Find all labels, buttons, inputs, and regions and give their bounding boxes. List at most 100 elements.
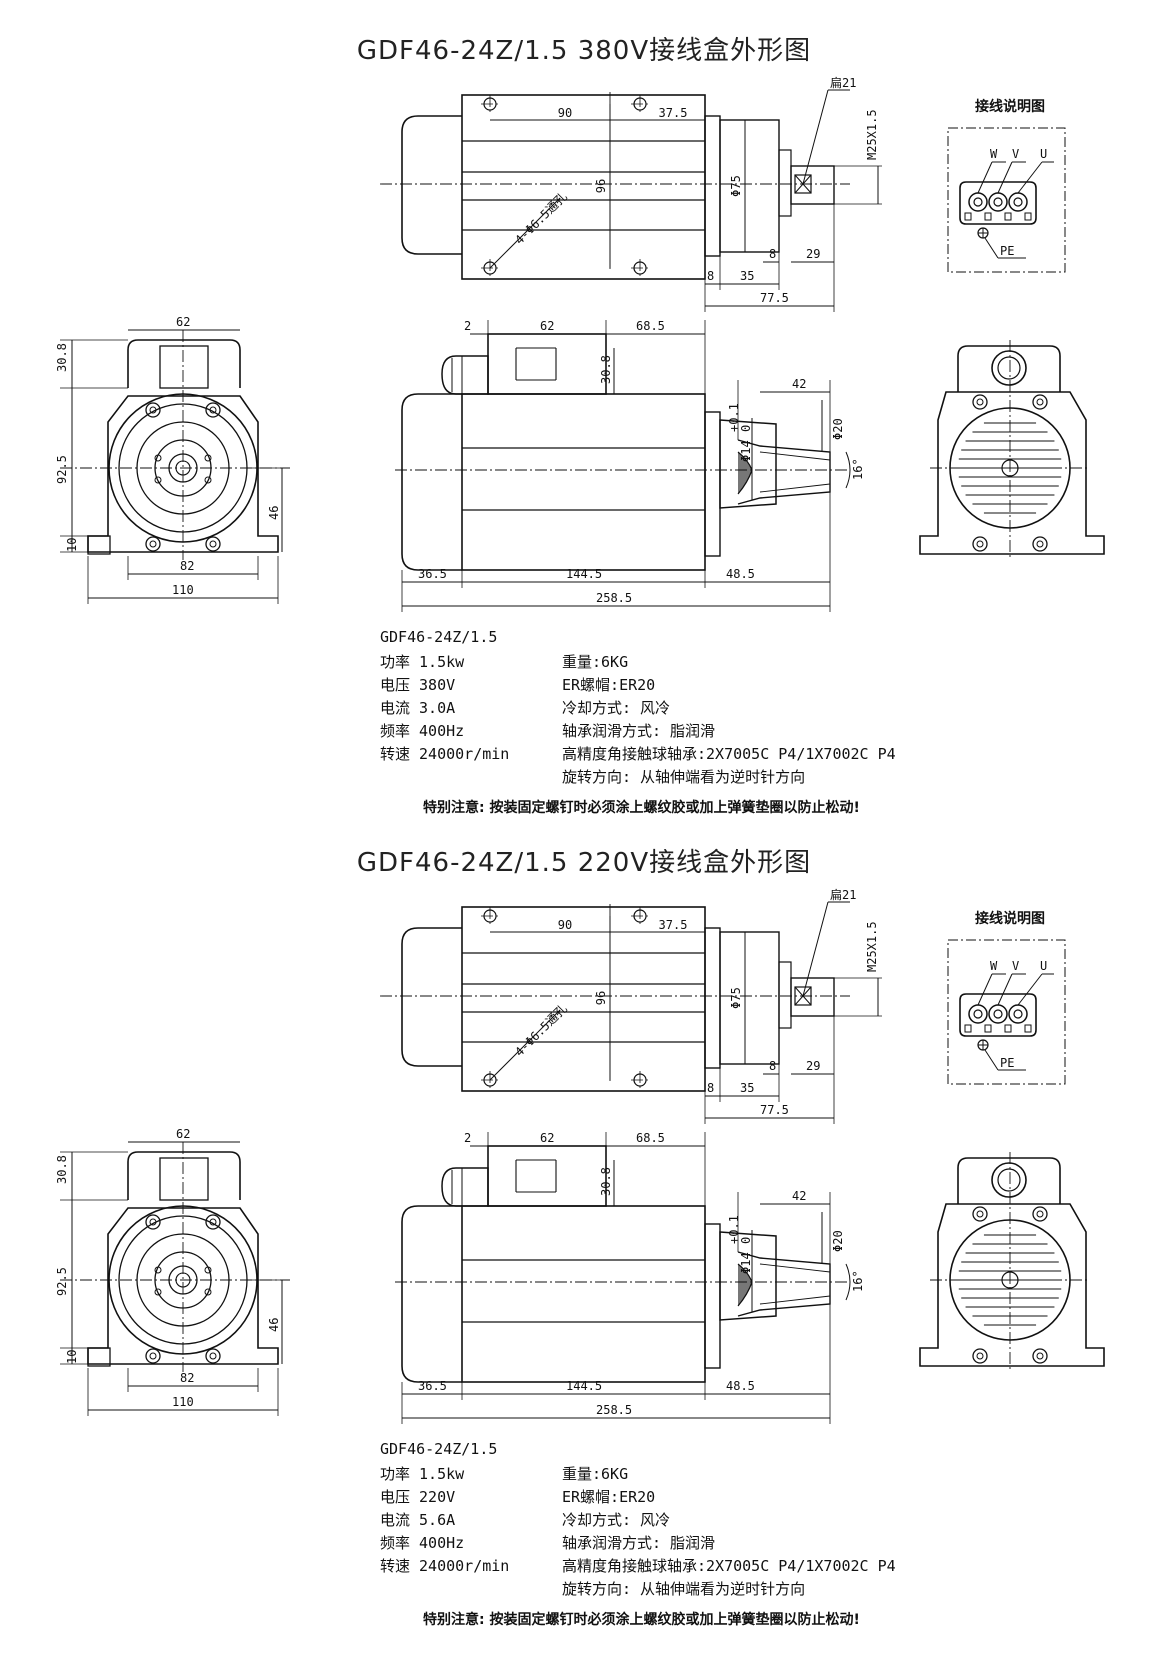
terminal-slot <box>964 1024 972 1033</box>
terminal-label-v: V <box>1012 959 1019 973</box>
dimension-label: Φ75 <box>729 175 743 197</box>
flange-hole <box>154 454 162 462</box>
spec-item: 重量:6KG <box>562 1465 629 1483</box>
dimension-label: 62 <box>176 315 190 329</box>
leader-line <box>489 197 561 269</box>
spec-item: ER螺帽:ER20 <box>562 676 656 694</box>
spec-item: 功率 1.5kw <box>380 1465 465 1483</box>
mounting-screw <box>209 540 217 548</box>
mounting-screw <box>1032 1206 1048 1222</box>
dimension-label: 90 <box>558 918 572 932</box>
motor-rear-cap <box>401 927 462 1067</box>
mounting-screw <box>205 402 221 418</box>
front-flange-side <box>704 1223 721 1369</box>
spec-item: 电流 3.0A <box>380 699 456 717</box>
dimension-label: 2 <box>464 1131 471 1145</box>
dimension-label: 16° <box>851 1270 865 1292</box>
dimension-label: 37.5 <box>659 918 688 932</box>
terminal-screw <box>968 192 988 212</box>
front-flange <box>704 927 721 1069</box>
outline-line <box>759 1263 831 1273</box>
junction-box-side <box>487 1145 607 1207</box>
terminal-screw <box>973 1009 983 1019</box>
mounting-screw <box>145 402 161 418</box>
spec-item: 转速 24000r/min <box>380 745 510 763</box>
dimension-label: 110 <box>172 1395 194 1409</box>
mounting-screw <box>972 1348 988 1364</box>
terminal-screw <box>988 192 1008 212</box>
spec-item: 高精度角接触球轴承:2X7005C P4/1X7002C P4 <box>562 745 896 763</box>
motor-body-side <box>461 1205 706 1383</box>
terminal-screw <box>968 1004 988 1024</box>
dimension-label: 90 <box>558 106 572 120</box>
dimension-label: 扁21 <box>830 888 856 902</box>
mounting-screw <box>1036 540 1044 548</box>
dimension-label: 82 <box>180 1371 194 1385</box>
front-view <box>919 340 1105 560</box>
terminal-lead <box>1017 161 1043 194</box>
mounting-screw <box>145 536 161 552</box>
dimension-label: Φ20 <box>831 418 845 440</box>
terminal-block <box>959 181 1037 225</box>
drawing-title: GDF46-24Z/1.5 380V接线盒外形图 <box>356 36 812 66</box>
dimension-label: 8 <box>769 1059 776 1073</box>
spec-item: 冷却方式: 风冷 <box>562 1511 671 1529</box>
wiring-frame <box>947 939 1066 1085</box>
dimension-label: 48.5 <box>726 1379 755 1393</box>
mounting-screw <box>209 406 217 414</box>
terminal-screw <box>1013 1009 1023 1019</box>
terminal-label-u: U <box>1040 147 1047 161</box>
junction-box <box>127 339 241 388</box>
dimension-label: 46 <box>267 1318 281 1332</box>
dimension-label: 258.5 <box>596 1403 632 1417</box>
wiring-diagram-title: 接线说明图 <box>975 99 1045 115</box>
dimension-label: Φ14 <box>739 1252 753 1274</box>
cable-gland-front <box>997 1168 1021 1192</box>
warning-note: 特别注意: 按装固定螺钉时必须涂上螺纹胶或加上弹簧垫圈以防止松动! <box>423 1612 860 1628</box>
leader-line <box>802 89 829 185</box>
collet-taper <box>737 439 831 505</box>
dimension-label: 35 <box>740 1081 754 1095</box>
terminal-lead <box>977 973 993 1006</box>
shaft-nut <box>790 165 835 205</box>
terminal-slot <box>1024 212 1032 221</box>
dimension-label: 42 <box>792 377 806 391</box>
flange-hole <box>204 454 212 462</box>
flange-hole <box>154 1266 162 1274</box>
motor-body-side <box>461 393 706 571</box>
dimension-label: 82 <box>180 559 194 573</box>
mounting-screw <box>976 540 984 548</box>
rear-cap-side <box>401 393 462 571</box>
dimension-label: 92.5 <box>55 1267 69 1296</box>
dimension-label: 30.8 <box>55 343 69 372</box>
mounting-screw <box>972 1206 988 1222</box>
terminal-slot <box>964 212 972 221</box>
terminal-screw <box>973 197 983 207</box>
spec-item: 电流 5.6A <box>380 1511 456 1529</box>
mounting-screw <box>1032 394 1048 410</box>
junction-box-lid <box>159 345 209 389</box>
dimension-label: 35 <box>740 269 754 283</box>
mounting-screw <box>1032 536 1048 552</box>
terminal-screw <box>1008 192 1028 212</box>
dimension-label: 77.5 <box>760 291 789 305</box>
mounting-screw <box>205 1348 221 1364</box>
mounting-screw <box>1036 1352 1044 1360</box>
rear-cap-side <box>401 1205 462 1383</box>
dimension-label: 10 <box>65 538 79 552</box>
mounting-screw <box>205 536 221 552</box>
dimension-label: 258.5 <box>596 591 632 605</box>
spec-item: 重量:6KG <box>562 653 629 671</box>
warning-note: 特别注意: 按装固定螺钉时必须涂上螺纹胶或加上弹簧垫圈以防止松动! <box>423 800 860 816</box>
dimension-label: 4-Φ6.5通孔 <box>512 1002 570 1060</box>
dimension-label: M25X1.5 <box>865 109 879 160</box>
cable-gland-front <box>991 350 1027 386</box>
dimension-label: 68.5 <box>636 1131 665 1145</box>
